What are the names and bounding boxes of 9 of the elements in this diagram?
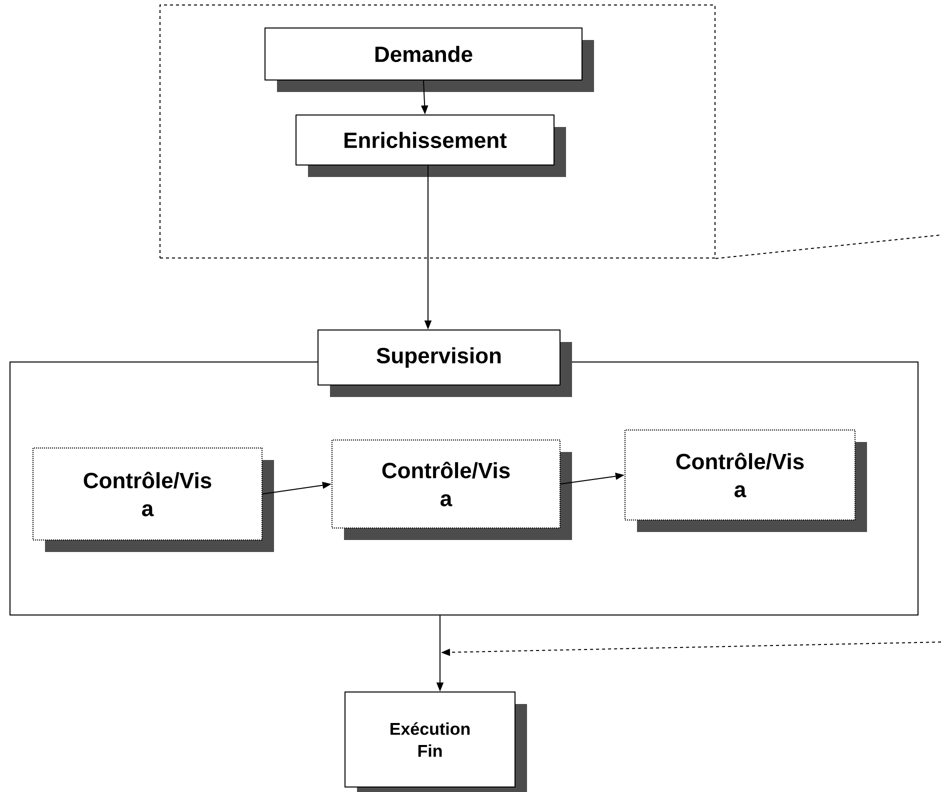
process-box: Contrôle/Vis a [332, 440, 572, 540]
process-box: Demande [264, 28, 594, 92]
process-box: Enrichissement [296, 114, 566, 177]
connector-line [715, 234, 941, 259]
process-box: Exécution Fin [344, 692, 527, 792]
group-frame [160, 4, 716, 258]
process-box: Supervision [318, 330, 572, 397]
process-box: Contrôle/Vis a [624, 430, 868, 532]
process-box: Contrôle/Vis a [32, 448, 274, 552]
